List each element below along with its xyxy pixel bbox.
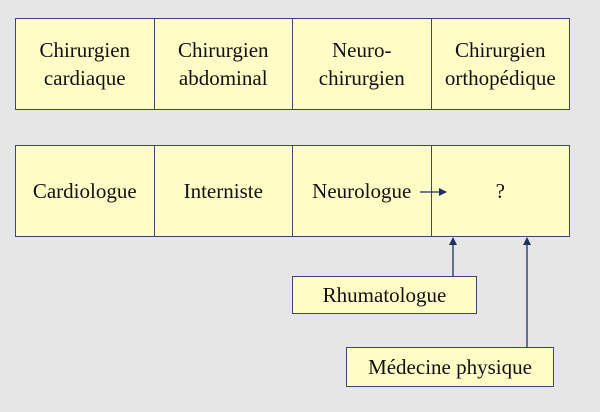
cell-chirurgien-abdominal: Chirurgien abdominal [153,19,293,109]
surgeon-row: Chirurgien cardiaque Chirurgien abdomina… [15,18,570,110]
rhumatologue-box: Rhumatologue [292,276,477,314]
cell-interniste: Interniste [153,146,293,236]
cell-neurologue: Neurologue [292,146,431,236]
physician-row: Cardiologue Interniste Neurologue ? [15,145,570,237]
cell-chirurgien-cardiaque: Chirurgien cardiaque [39,38,131,90]
cell-question-mark: ? [430,146,570,236]
medecine-physique-box: Médecine physique [346,347,554,387]
cell-chirurgien-orthopedique: Chirurgien orthopédique [430,19,570,109]
cell-neurochirurgien: Neuro- chirurgien [292,19,431,109]
cell-cardiologue: Cardiologue [32,179,137,203]
